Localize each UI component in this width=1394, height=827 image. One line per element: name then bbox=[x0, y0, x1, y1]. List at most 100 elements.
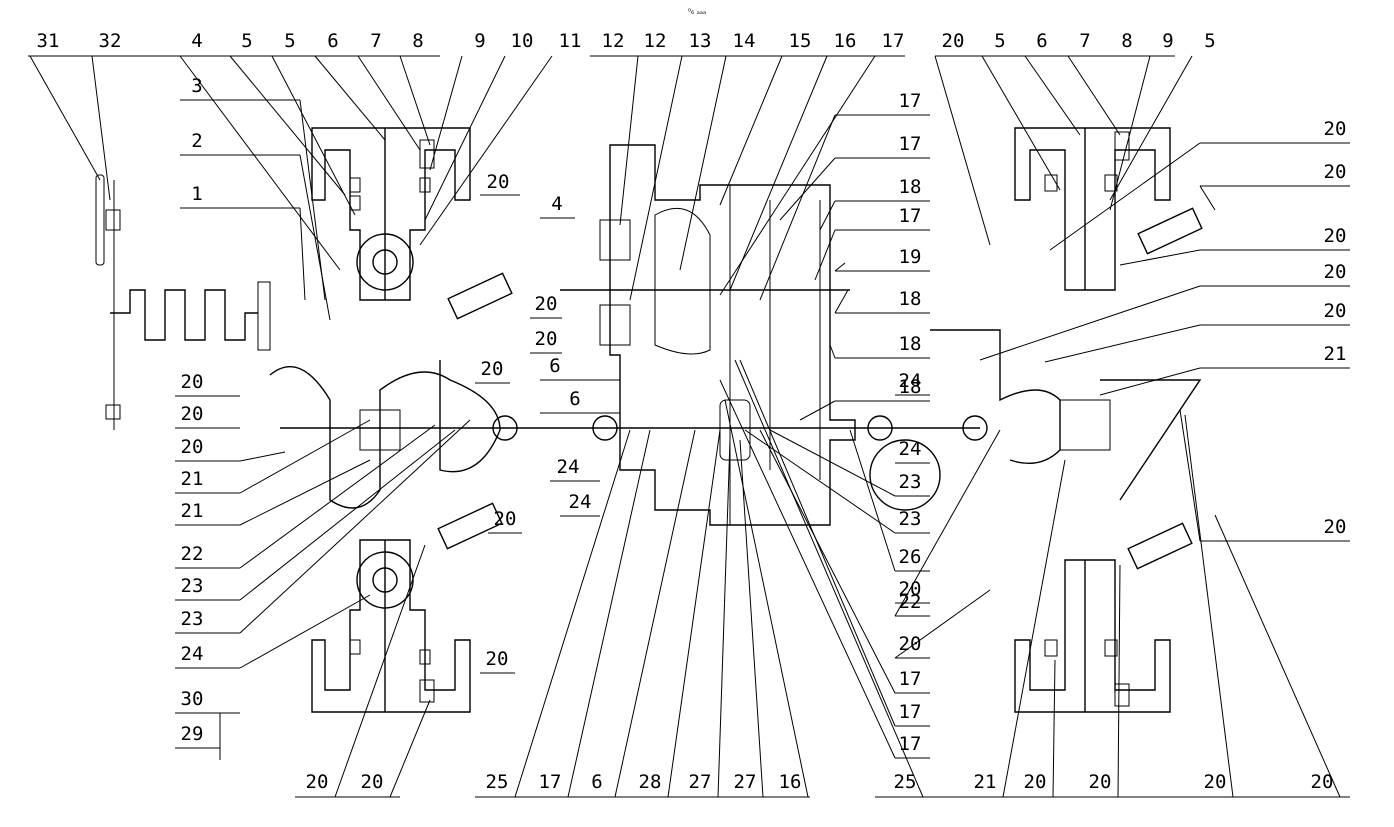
label-int-4: 20 bbox=[481, 358, 504, 380]
label-top-5: 6 bbox=[327, 30, 338, 52]
label-top-15: 15 bbox=[789, 30, 812, 52]
label-top-14: 14 bbox=[733, 30, 756, 52]
label-int-1: 4 bbox=[551, 193, 562, 215]
label-left-4: 20 bbox=[181, 403, 204, 425]
label-int-5: 6 bbox=[549, 355, 560, 377]
label-right-1: 17 bbox=[899, 133, 922, 155]
label-right-3: 17 bbox=[899, 205, 922, 227]
label-right-4: 19 bbox=[899, 246, 922, 268]
label-top-18: 20 bbox=[942, 30, 965, 52]
header-mark: ⁰₆ ₐₐₐ bbox=[688, 7, 706, 16]
left-upper-wheel-assembly bbox=[311, 127, 471, 301]
label-int-11: 23 bbox=[899, 471, 922, 493]
label-int-6: 6 bbox=[569, 388, 580, 410]
central-gearbox bbox=[520, 144, 980, 526]
label-int-9: 24 bbox=[899, 370, 922, 392]
label-bottom-9: 25 bbox=[894, 771, 917, 793]
label-top-3: 5 bbox=[241, 30, 252, 52]
label-right-6: 18 bbox=[899, 333, 922, 355]
engine-crankshaft bbox=[95, 174, 271, 430]
label-int-13: 26 bbox=[899, 546, 922, 568]
bottom-label-row: 20 20 25 17 6 28 27 27 16 25 21 20 20 20… bbox=[295, 359, 1350, 798]
right-upper-wheel-assembly bbox=[1014, 127, 1171, 291]
label-left-3: 20 bbox=[181, 371, 204, 393]
left-lower-wheel-assembly bbox=[311, 539, 471, 713]
label-right-7: 18 bbox=[899, 376, 922, 398]
label-left-2: 1 bbox=[191, 183, 202, 205]
label-top-24: 5 bbox=[1204, 30, 1215, 52]
label-bottom-3: 17 bbox=[539, 771, 562, 793]
label-top-12: 12 bbox=[644, 30, 667, 52]
label-left-13: 29 bbox=[181, 723, 204, 745]
label-left-0: 3 bbox=[191, 75, 202, 97]
label-bottom-10: 21 bbox=[974, 771, 997, 793]
label-top-13: 13 bbox=[689, 30, 712, 52]
label-bottom-4: 6 bbox=[591, 771, 602, 793]
label-right-10: 20 bbox=[1324, 225, 1347, 247]
label-bottom-6: 27 bbox=[689, 771, 712, 793]
label-left-9: 23 bbox=[181, 575, 204, 597]
label-int-8: 24 bbox=[569, 491, 592, 513]
label-int-15: 20 bbox=[899, 633, 922, 655]
label-right-12: 20 bbox=[1324, 300, 1347, 322]
label-int-2: 20 bbox=[535, 293, 558, 315]
label-top-11: 12 bbox=[602, 30, 625, 52]
label-top-0: 31 bbox=[37, 30, 60, 52]
label-int-14: 22 bbox=[899, 591, 922, 613]
label-left-10: 23 bbox=[181, 608, 204, 630]
label-top-10: 11 bbox=[559, 30, 582, 52]
right-lower-wheel-assembly bbox=[1014, 559, 1171, 713]
label-bottom-0: 20 bbox=[306, 771, 329, 793]
hydraulic-cylinders bbox=[437, 207, 1203, 570]
label-top-17: 17 bbox=[882, 30, 905, 52]
label-int-17: 17 bbox=[899, 701, 922, 723]
label-right-2: 18 bbox=[899, 176, 922, 198]
label-int-19: 20 bbox=[494, 508, 517, 530]
label-bottom-5: 28 bbox=[639, 771, 662, 793]
label-left-1: 2 bbox=[191, 130, 202, 152]
label-bottom-7: 27 bbox=[734, 771, 757, 793]
label-int-3: 20 bbox=[535, 328, 558, 350]
right-label-column: 17 17 18 17 19 18 18 18 20 20 20 20 20 2… bbox=[759, 90, 1350, 542]
right-axle-assembly bbox=[867, 329, 1202, 511]
label-left-12: 30 bbox=[181, 688, 204, 710]
left-axle-assembly bbox=[269, 360, 618, 509]
left-label-column: 3 2 1 20 20 20 21 21 22 23 23 24 30 29 bbox=[175, 75, 471, 760]
label-int-20: 20 bbox=[486, 648, 509, 670]
label-top-21: 7 bbox=[1079, 30, 1090, 52]
interior-labels: 20 4 20 20 20 6 6 24 24 24 24 23 23 26 2… bbox=[475, 171, 1001, 759]
label-top-2: 4 bbox=[191, 30, 202, 52]
label-int-10: 24 bbox=[899, 438, 922, 460]
label-top-6: 7 bbox=[370, 30, 381, 52]
label-top-1: 32 bbox=[99, 30, 122, 52]
label-right-8: 20 bbox=[1324, 118, 1347, 140]
label-int-0: 20 bbox=[487, 171, 510, 193]
label-top-7: 8 bbox=[412, 30, 423, 52]
label-int-16: 17 bbox=[899, 668, 922, 690]
label-bottom-14: 20 bbox=[1311, 771, 1334, 793]
label-int-18: 17 bbox=[899, 733, 922, 755]
label-right-11: 20 bbox=[1324, 261, 1347, 283]
label-top-23: 9 bbox=[1162, 30, 1173, 52]
label-left-5: 20 bbox=[181, 436, 204, 458]
label-right-13: 21 bbox=[1324, 343, 1347, 365]
label-left-6: 21 bbox=[181, 468, 204, 490]
label-int-7: 24 bbox=[557, 456, 580, 478]
label-top-22: 8 bbox=[1121, 30, 1132, 52]
top-label-row: 31 32 4 5 5 6 7 8 9 10 11 12 12 13 14 15… bbox=[28, 30, 1216, 301]
label-left-11: 24 bbox=[181, 643, 204, 665]
label-top-16: 16 bbox=[834, 30, 857, 52]
label-left-7: 21 bbox=[181, 500, 204, 522]
label-bottom-13: 20 bbox=[1204, 771, 1227, 793]
label-bottom-2: 25 bbox=[486, 771, 509, 793]
label-top-8: 9 bbox=[474, 30, 485, 52]
label-bottom-11: 20 bbox=[1024, 771, 1047, 793]
label-bottom-1: 20 bbox=[361, 771, 384, 793]
label-left-8: 22 bbox=[181, 543, 204, 565]
label-top-9: 10 bbox=[511, 30, 534, 52]
label-top-20: 6 bbox=[1036, 30, 1047, 52]
label-right-0: 17 bbox=[899, 90, 922, 112]
label-right-9: 20 bbox=[1324, 161, 1347, 183]
label-right-14: 20 bbox=[1324, 516, 1347, 538]
